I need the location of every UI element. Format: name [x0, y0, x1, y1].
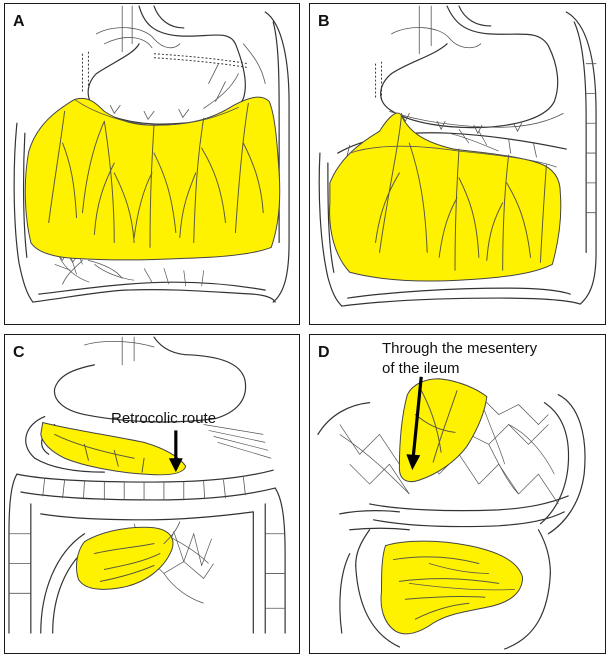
- panel-d-illustration: [317, 376, 586, 650]
- colon-right: [274, 487, 286, 634]
- panel-label-b: B: [318, 13, 330, 30]
- small-bowel-fill: [76, 526, 174, 590]
- colon-left: [317, 402, 371, 435]
- small-bowel-fill: [380, 540, 524, 635]
- transverse-colon: [16, 469, 274, 483]
- omentum-fill: [24, 96, 281, 261]
- panel-b: B: [309, 3, 606, 325]
- panel-label-c: C: [13, 344, 25, 361]
- omentum-strip-fill: [40, 421, 187, 476]
- colon-left: [13, 122, 34, 303]
- panel-a-illustration: [13, 5, 290, 303]
- transverse-colon: [369, 495, 569, 512]
- colon-right: [547, 394, 586, 535]
- stomach-outline: [380, 5, 559, 129]
- panel-label-d: D: [318, 344, 330, 361]
- stomach-outline: [53, 336, 247, 423]
- panel-d: D Through the mesentery of the ileum: [309, 334, 606, 654]
- omentum-fill: [329, 112, 562, 282]
- panel-label-a: A: [13, 13, 25, 30]
- mesentery-arrow: [411, 376, 423, 457]
- retrocolic-route-label: Retrocolic route: [111, 410, 217, 427]
- colon-left: [318, 152, 343, 307]
- panel-a: A: [4, 3, 300, 325]
- panel-b-illustration: [318, 5, 597, 307]
- mesentery-label-line1: Through the mesentery: [382, 340, 538, 357]
- panel-c-illustration: [8, 336, 286, 634]
- mesentery-label-line2: of the ileum: [382, 360, 460, 377]
- colon-right: [565, 11, 597, 305]
- colon-left: [8, 473, 18, 634]
- panel-c: C Retrocolic route: [4, 334, 300, 654]
- colon-right: [264, 11, 290, 303]
